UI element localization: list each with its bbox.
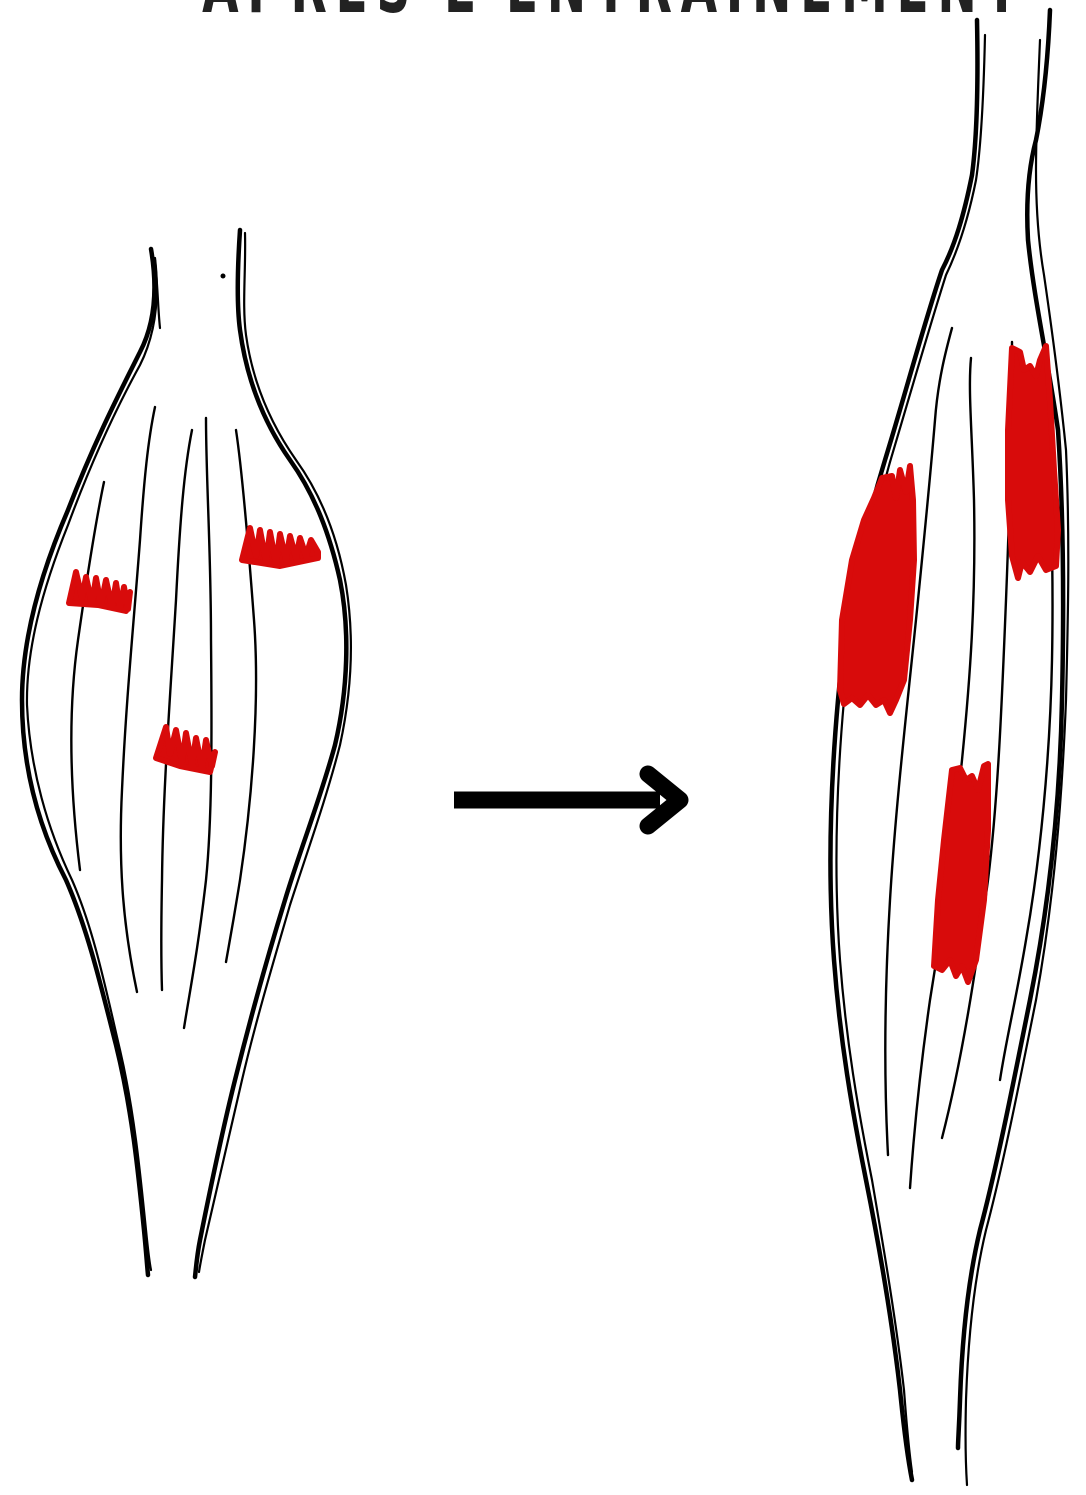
right-arrow-icon bbox=[454, 774, 680, 826]
muscle-before-left-outline bbox=[22, 249, 154, 1275]
muscle-fiber bbox=[184, 418, 211, 1028]
ink-dot bbox=[236, 272, 239, 275]
muscle-fiber bbox=[161, 430, 192, 990]
muscle-after-left-outline bbox=[831, 20, 978, 1480]
muscle-fiber bbox=[71, 482, 104, 870]
tear-large bbox=[934, 764, 988, 982]
muscle-after bbox=[831, 10, 1069, 1485]
muscle-fiber bbox=[942, 342, 1012, 1138]
tear-small bbox=[69, 572, 130, 611]
muscle-after-right-outline-inner bbox=[966, 40, 1069, 1485]
muscle-fiber bbox=[226, 430, 256, 962]
ink-dot bbox=[221, 274, 226, 279]
tear-small bbox=[156, 727, 215, 772]
muscle-before-right-outline-inner bbox=[199, 233, 351, 1272]
tear-large bbox=[1008, 346, 1058, 578]
muscle-after-right-outline bbox=[958, 10, 1063, 1448]
muscle-before-left-outline-inner bbox=[27, 258, 157, 1270]
tear-small bbox=[242, 528, 318, 566]
muscle-fiber bbox=[121, 407, 155, 992]
tear-large bbox=[840, 466, 914, 713]
muscle-before bbox=[22, 230, 351, 1277]
muscle-fiber bbox=[885, 328, 952, 1155]
